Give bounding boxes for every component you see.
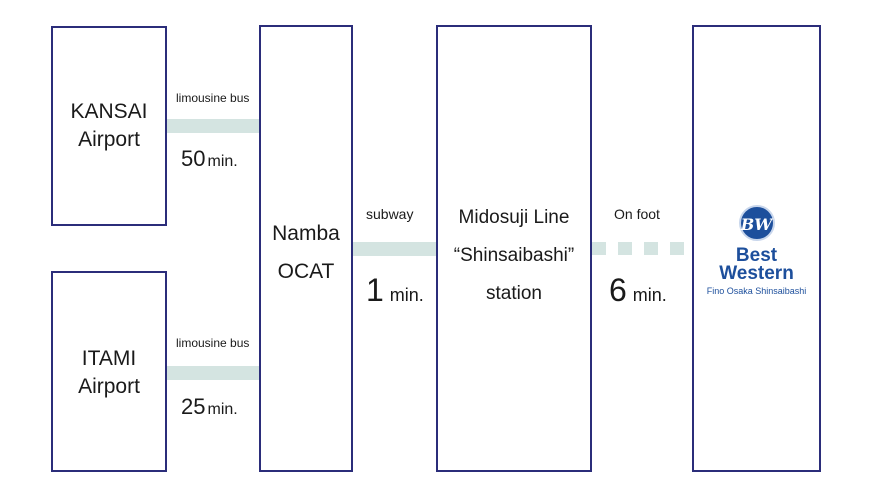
itami-airport-label: Airport [78, 375, 140, 398]
station-hotel-dashed-connector [592, 242, 692, 255]
itami-namba-connector [167, 366, 259, 380]
namba-ocat-box: Namba OCAT [259, 25, 353, 472]
namba-station-connector [353, 242, 436, 256]
itami-duration-value: 25 [181, 394, 206, 419]
subway-duration-value: 1 [366, 272, 384, 308]
station-label: station [486, 283, 542, 304]
bw-emblem-icon: BW [738, 205, 775, 241]
namba-label: Namba [272, 222, 340, 245]
hotel-name-line1: Best [735, 245, 778, 266]
subway-duration-unit: min. [389, 285, 424, 305]
midosuji-line-label: Midosuji Line [458, 207, 570, 228]
kansai-duration-unit: min. [207, 153, 238, 170]
walk-mode-label: On foot [614, 206, 660, 222]
kansai-label: KANSAI [70, 100, 148, 123]
hotel-name-line2: Western [719, 263, 794, 284]
kansai-mode-label: limousine bus [176, 91, 250, 105]
kansai-namba-connector [167, 119, 259, 133]
itami-airport-box: ITAMI Airport [51, 271, 167, 472]
kansai-airport-box: KANSAI Airport [51, 26, 167, 226]
itami-label: ITAMI [81, 347, 137, 370]
shinsaibashi-label: “Shinsaibashi” [453, 245, 575, 266]
shinsaibashi-station-box: Midosuji Line “Shinsaibashi” station [436, 25, 592, 472]
ocat-label: OCAT [277, 260, 335, 283]
itami-mode-label: limousine bus [176, 336, 250, 350]
kansai-airport-label: Airport [78, 128, 140, 151]
best-western-logo: BW Best Western Fino Osaka Shinsaibashi [694, 205, 819, 296]
walk-duration-unit: min. [632, 285, 667, 305]
itami-duration-unit: min. [207, 401, 238, 418]
hotel-subtitle: Fino Osaka Shinsaibashi [706, 286, 807, 296]
subway-mode-label: subway [366, 206, 414, 222]
hotel-box: BW Best Western Fino Osaka Shinsaibashi [692, 25, 821, 472]
kansai-duration-value: 50 [181, 146, 206, 171]
walk-duration-value: 6 [609, 272, 627, 308]
